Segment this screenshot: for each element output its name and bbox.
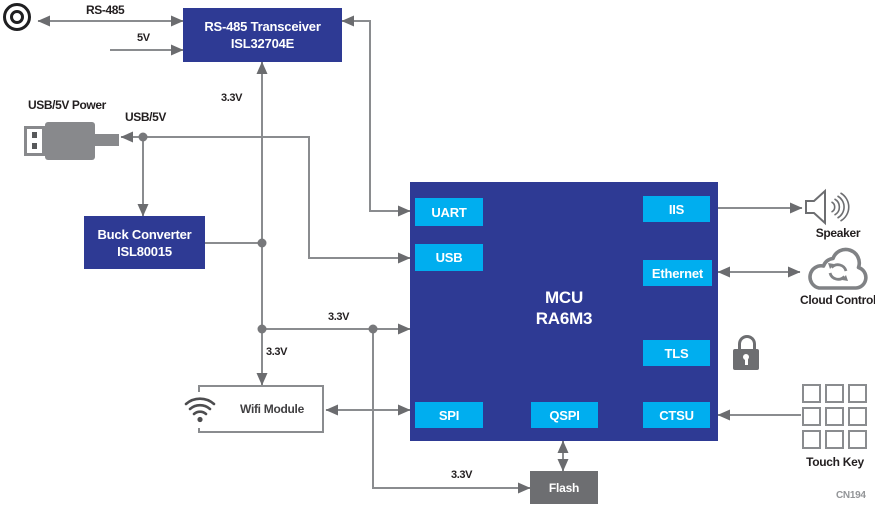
mcu-block: MCU RA6M3 UART USB IIS Ethernet TLS SPI … bbox=[410, 182, 718, 441]
wifi-module-label: Wifi Module bbox=[240, 402, 304, 416]
port-ethernet: Ethernet bbox=[643, 260, 712, 286]
port-usb: USB bbox=[415, 244, 483, 271]
label-5v: 5V bbox=[137, 32, 150, 44]
port-qspi: QSPI bbox=[531, 402, 598, 428]
cloud-control-icon bbox=[804, 245, 872, 298]
label-rs485: RS-485 bbox=[86, 3, 125, 17]
transceiver-name: RS-485 Transceiver bbox=[204, 19, 321, 34]
speaker-label: Speaker bbox=[815, 226, 861, 240]
label-33v-transceiver: 3.3V bbox=[221, 92, 243, 104]
wire-33v-flash bbox=[372, 329, 531, 494]
flash-label: Flash bbox=[548, 480, 580, 495]
buck-name: Buck Converter bbox=[97, 226, 192, 242]
rs485-terminal-icon bbox=[3, 3, 31, 31]
label-33v-flash: 3.3V bbox=[451, 469, 473, 481]
label-33v-mcu: 3.3V bbox=[328, 311, 350, 323]
wire-usb5v bbox=[120, 131, 411, 264]
cloud-control-label: Cloud Control bbox=[799, 293, 875, 307]
buck-part: ISL80015 bbox=[117, 243, 172, 259]
wifi-icon bbox=[180, 392, 220, 428]
port-uart: UART bbox=[415, 198, 483, 226]
rs485-transceiver-block: RS-485 Transceiver ISL32704E bbox=[183, 8, 342, 62]
port-ctsu: CTSU bbox=[643, 402, 710, 428]
touch-key-icon bbox=[802, 384, 867, 449]
lock-icon bbox=[733, 335, 761, 371]
label-33v-wifi: 3.3V bbox=[266, 346, 288, 358]
wire-transceiver-uart bbox=[341, 15, 411, 217]
flash-block: Flash bbox=[530, 471, 598, 504]
label-usb5v: USB/5V bbox=[125, 110, 166, 124]
watermark: CN194 bbox=[836, 490, 866, 501]
label-usb5v-power: USB/5V Power bbox=[28, 98, 106, 112]
touch-key-label: Touch Key bbox=[806, 455, 864, 469]
speaker-icon bbox=[804, 188, 856, 231]
buck-converter-block: Buck Converter ISL80015 bbox=[84, 216, 205, 269]
transceiver-part: ISL32704E bbox=[230, 36, 295, 51]
junction-dots bbox=[138, 132, 378, 334]
port-tls: TLS bbox=[643, 340, 710, 366]
port-iis: IIS bbox=[643, 196, 710, 222]
mcu-line2: RA6M3 bbox=[535, 309, 593, 328]
port-spi: SPI bbox=[415, 402, 483, 428]
mcu-title: MCU RA6M3 bbox=[410, 287, 718, 329]
mcu-line1: MCU bbox=[544, 288, 584, 307]
